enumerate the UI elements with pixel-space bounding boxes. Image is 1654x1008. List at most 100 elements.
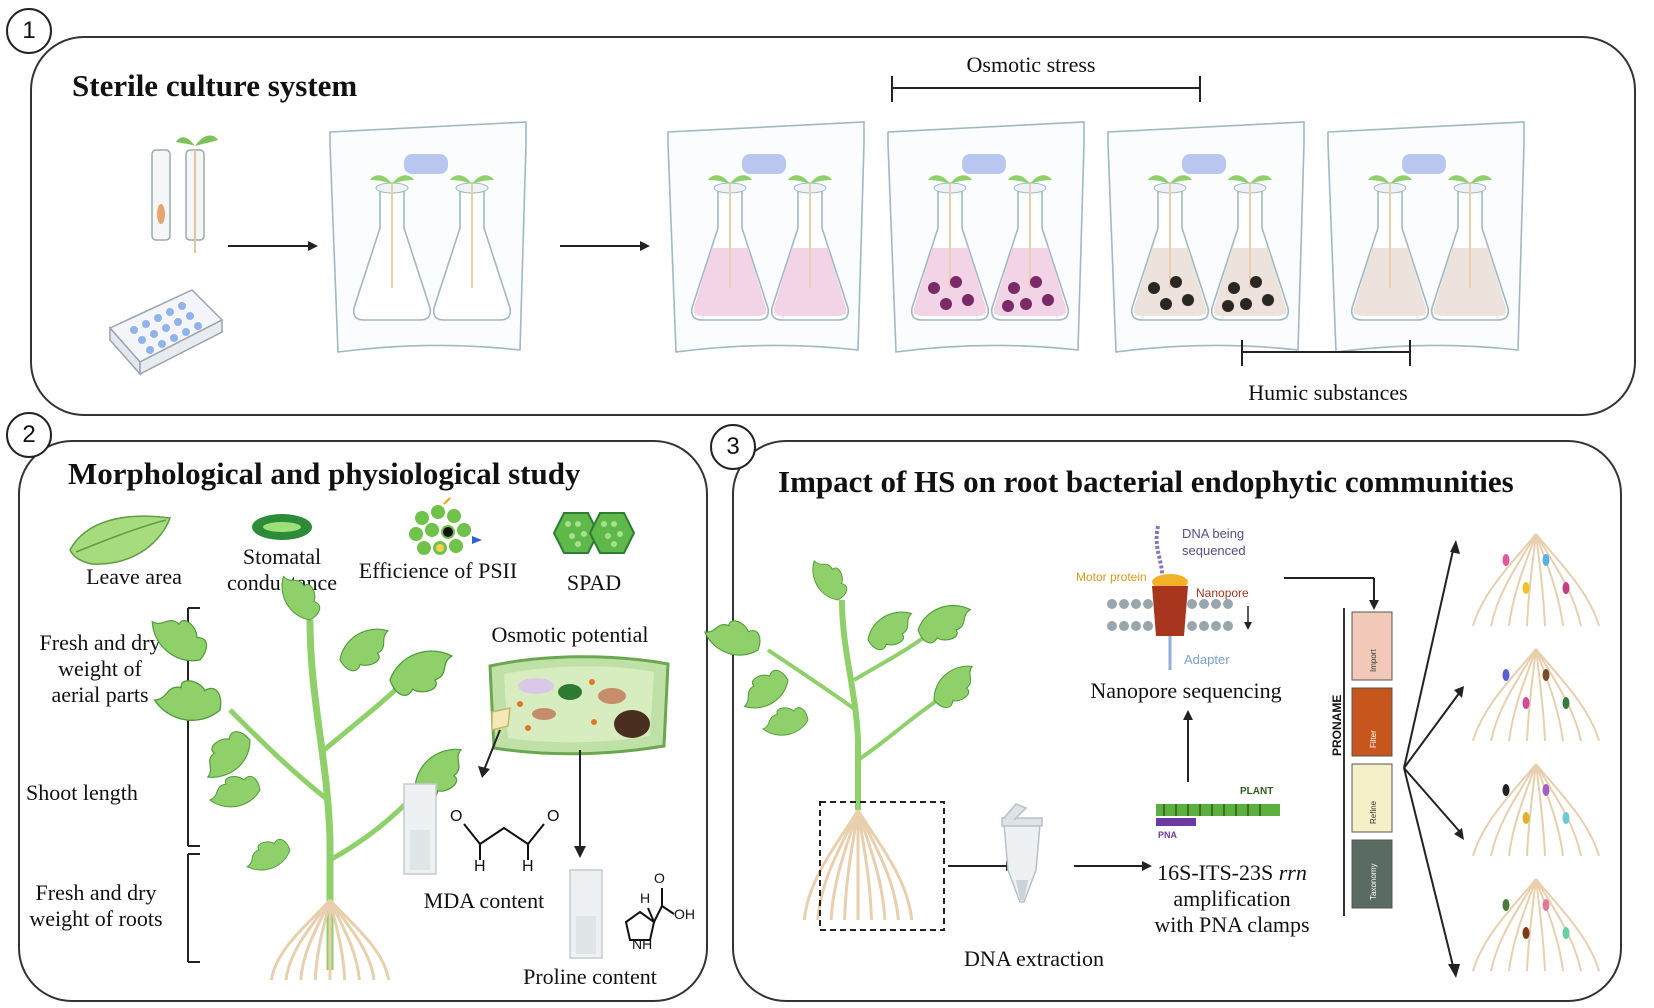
seedling-tubes-icon <box>151 135 218 253</box>
panel3-title: Impact of HS on root bacterial endophyti… <box>778 464 1514 499</box>
root-sample-1 <box>1472 533 1600 627</box>
bag-label-box <box>1402 154 1446 174</box>
leaflet <box>917 605 972 644</box>
bacteria-marker <box>1522 697 1530 709</box>
particle <box>940 298 952 310</box>
spad-icon <box>552 512 636 554</box>
root-strand <box>1535 763 1600 857</box>
pipeline-step-label: Filter <box>1369 730 1378 748</box>
bag-label-box <box>962 154 1006 174</box>
root-strand <box>1535 763 1546 857</box>
root-strand <box>1535 648 1600 742</box>
humic-substances-bracket <box>1241 340 1411 366</box>
root-strand <box>1535 763 1582 857</box>
amplification-line1: 16S-ITS-23S <box>1157 860 1279 885</box>
nanopore-sequencing-label: Nanopore sequencing <box>1090 678 1282 703</box>
root-strand <box>1535 878 1546 972</box>
osmotic-potential-label: Osmotic potential <box>491 622 649 647</box>
cotyledon <box>730 175 752 184</box>
arrow-to-pipeline <box>1284 577 1379 610</box>
root-strand <box>1535 878 1582 972</box>
main-stem <box>306 619 334 970</box>
bacteria-marker <box>1502 554 1510 566</box>
particle <box>1250 276 1262 288</box>
aerial-weight-label: Fresh and dry weight of aerial parts <box>39 630 161 707</box>
proline-cuvette-icon <box>569 869 603 959</box>
rrn-label: rrn <box>1278 860 1307 885</box>
leaflet <box>206 731 251 778</box>
humic-substances-label: Humic substances <box>1248 380 1408 405</box>
leaflet <box>703 620 761 656</box>
root-strand <box>1490 648 1537 742</box>
colonized-roots <box>1472 533 1600 972</box>
arrow-to-treatments <box>560 241 650 251</box>
proline-oh: OH <box>674 906 695 922</box>
leaflet <box>812 559 848 601</box>
flask <box>1350 175 1430 321</box>
cotyledon <box>472 175 494 184</box>
pipeline-step-label: Import <box>1369 649 1378 672</box>
plant-cell-icon <box>488 655 670 756</box>
root-strand <box>1526 648 1537 742</box>
leave-area-label: Leave area <box>86 564 182 589</box>
bacteria-marker <box>1522 582 1530 594</box>
branch <box>856 698 940 762</box>
nanopore-icon <box>1107 525 1252 670</box>
particle <box>1262 294 1274 306</box>
leaflet <box>151 620 208 662</box>
cotyledon <box>1448 175 1470 184</box>
extraction-tube-icon <box>1001 803 1043 903</box>
cotyledon <box>392 175 414 184</box>
particle <box>1160 298 1172 310</box>
particle <box>1240 298 1252 310</box>
proline-nh: NH <box>632 936 653 952</box>
stomata-icon <box>252 514 312 540</box>
bacteria-marker <box>1542 899 1550 911</box>
cotyledon <box>370 175 392 184</box>
leaflet <box>762 707 809 736</box>
root-strand <box>1472 533 1537 627</box>
tomato-plant-illustration <box>151 575 463 981</box>
root-strand <box>1526 763 1537 857</box>
motor-protein-label: Motor protein <box>1076 570 1147 584</box>
panel-root-endophytes <box>732 440 1622 1002</box>
bacteria-marker <box>1562 812 1570 824</box>
flask <box>990 175 1070 321</box>
root-strand <box>1535 533 1582 627</box>
bacteria-marker <box>1502 784 1510 796</box>
panel1-title: Sterile culture system <box>72 68 358 103</box>
pipeline-step-label: Taxonomy <box>1369 864 1378 900</box>
branch <box>766 648 858 712</box>
root-strand <box>1508 763 1537 857</box>
bacteria-marker <box>1502 899 1510 911</box>
particle <box>1222 300 1234 312</box>
culture-bag-4 <box>1107 121 1305 353</box>
cotyledon <box>1368 175 1390 184</box>
pna-label: PNA <box>1158 830 1178 840</box>
seed-tray-icon <box>108 289 224 376</box>
cotyledon <box>1148 175 1170 184</box>
dna-being-label: DNA being <box>1182 526 1245 541</box>
leaflet <box>208 775 261 808</box>
particle <box>1030 276 1042 288</box>
culture-bag-5 <box>1327 121 1525 353</box>
cotyledon <box>450 175 472 184</box>
cotyledon <box>1170 175 1192 184</box>
flask <box>352 175 432 321</box>
cotyledon <box>1390 175 1412 184</box>
root-strand <box>1535 533 1600 627</box>
root-sampling-box <box>819 801 945 931</box>
cotyledon <box>1008 175 1030 184</box>
mda-o-left: O <box>450 808 463 825</box>
cotyledon <box>1030 175 1052 184</box>
particle <box>1008 282 1020 294</box>
proline-o: O <box>654 870 665 886</box>
root-strand <box>1535 878 1564 972</box>
particle <box>950 276 962 288</box>
root-strand <box>1535 648 1546 742</box>
leaflet <box>867 611 913 651</box>
root-strand <box>1535 648 1564 742</box>
pna-clamp-icon <box>1156 804 1280 826</box>
root-strand <box>1535 648 1582 742</box>
